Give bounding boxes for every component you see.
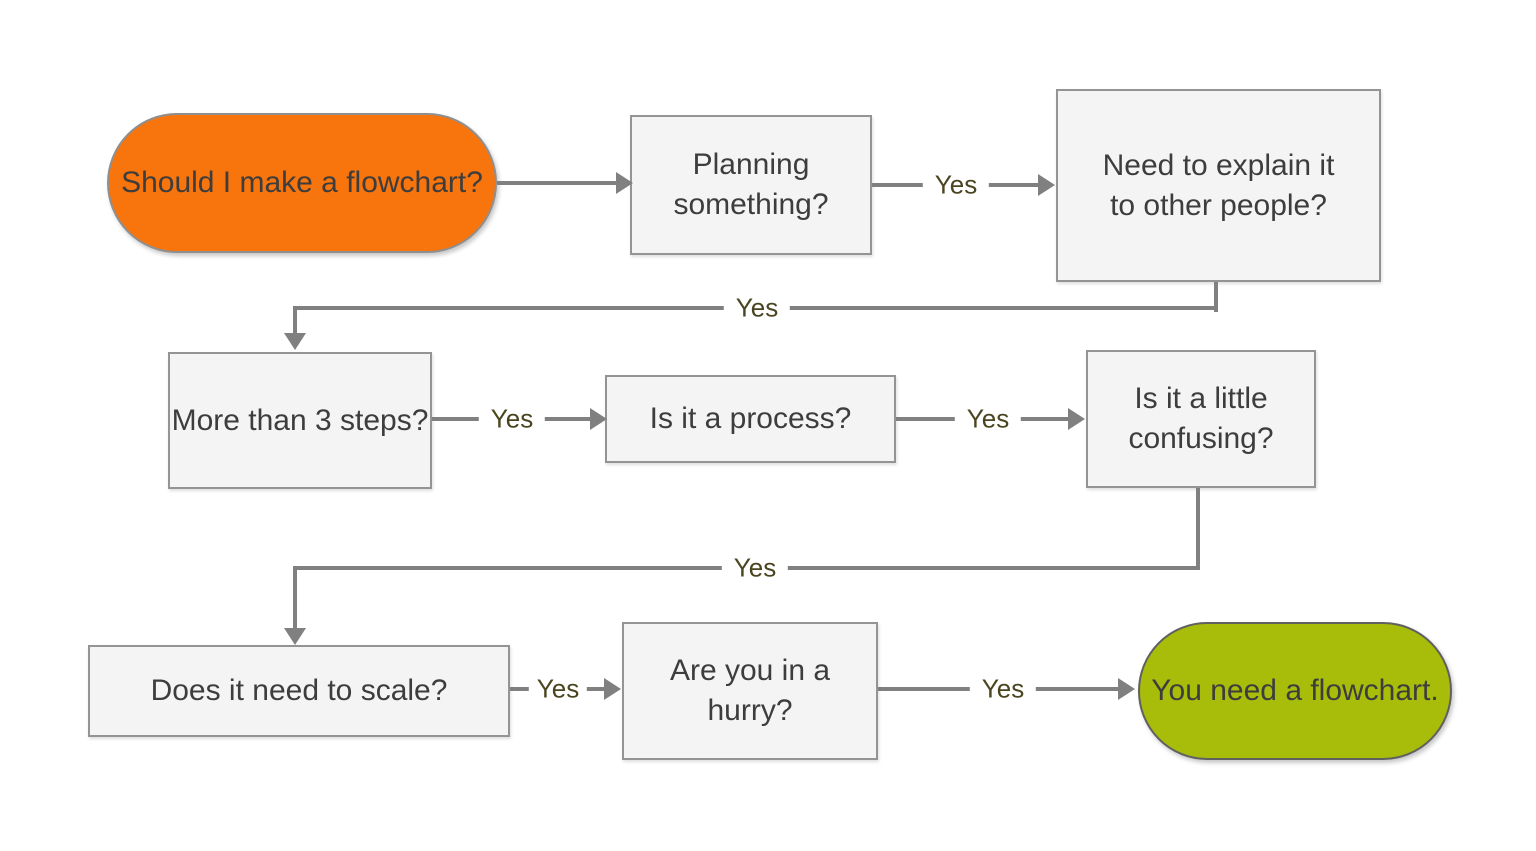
node-explain: Need to explain it to other people? <box>1056 89 1381 282</box>
arrowhead-icon <box>590 408 607 430</box>
node-steps-label: More than 3 steps? <box>171 403 429 437</box>
node-hurry-label: Are you in a hurry? <box>669 654 831 727</box>
arrowhead-icon <box>284 333 306 350</box>
node-process-label: Is it a process? <box>649 402 852 436</box>
connector-explain-steps-v1 <box>1214 282 1218 312</box>
edge-label-yes: Yes <box>723 292 791 324</box>
connector-confusing-scale-v1 <box>1196 488 1200 570</box>
node-start: Should I make a flowchart? <box>107 113 497 253</box>
edge-label-yes: Yes <box>721 552 789 584</box>
arrowhead-icon <box>616 172 633 194</box>
arrowhead-icon <box>604 678 621 700</box>
node-confusing: Is it a little confusing? <box>1086 350 1316 488</box>
edge-label-yes: Yes <box>478 403 546 435</box>
node-scale: Does it need to scale? <box>88 645 510 737</box>
node-end: You need a flowchart. <box>1138 622 1452 760</box>
node-confusing-label: Is it a little confusing? <box>1128 382 1274 455</box>
node-start-label: Should I make a flowchart? <box>121 166 483 200</box>
node-planning: Planning something? <box>630 115 872 255</box>
edge-label-yes: Yes <box>954 403 1022 435</box>
edge-label-yes: Yes <box>969 673 1037 705</box>
connector-start-planning <box>497 181 616 185</box>
node-scale-label: Does it need to scale? <box>150 674 448 708</box>
arrowhead-icon <box>1118 678 1135 700</box>
node-explain-label: Need to explain it to other people? <box>1102 148 1335 222</box>
node-planning-label: Planning something? <box>673 148 829 221</box>
connector-explain-steps-v2 <box>293 306 297 333</box>
node-end-label: You need a flowchart. <box>1151 674 1439 708</box>
arrowhead-icon <box>284 628 306 645</box>
edge-label-yes: Yes <box>528 673 588 705</box>
edge-label-yes: Yes <box>922 169 990 201</box>
node-process: Is it a process? <box>605 375 896 463</box>
node-steps: More than 3 steps? <box>168 352 432 489</box>
node-hurry: Are you in a hurry? <box>622 622 878 760</box>
connector-confusing-scale-v2 <box>293 566 297 628</box>
arrowhead-icon <box>1038 174 1055 196</box>
arrowhead-icon <box>1068 408 1085 430</box>
